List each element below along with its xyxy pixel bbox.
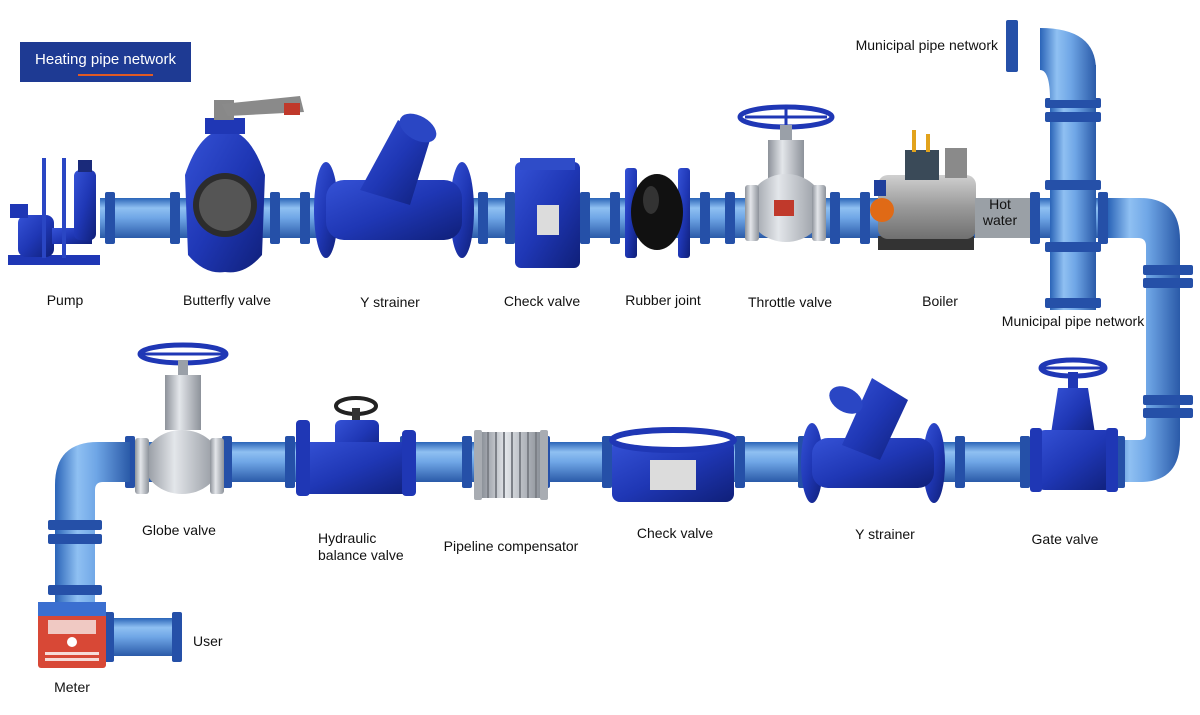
user-pipe (104, 612, 182, 662)
label-globe-valve: Globe valve (142, 522, 216, 538)
left-elbow (48, 442, 130, 605)
diagram-title: Heating pipe network (35, 51, 176, 68)
boiler-icon (870, 130, 976, 250)
title-badge: Heating pipe network (20, 42, 191, 82)
label-municipal-top: Municipal pipe network (855, 37, 998, 53)
check-valve-top-icon (515, 158, 580, 268)
throttle-valve-icon (737, 104, 835, 242)
hydraulic-balance-valve-icon (296, 396, 416, 496)
label-meter: Meter (54, 679, 90, 695)
meter-icon (38, 602, 106, 668)
label-municipal-right: Municipal pipe network (1001, 313, 1145, 329)
label-user: User (193, 633, 223, 649)
y-strainer-top-icon (314, 113, 474, 258)
label-hydraulic-line-2: balance valve (318, 547, 404, 563)
label-pipeline-compensator: Pipeline compensator (443, 538, 579, 554)
hot-water-line-2: water (982, 212, 1018, 228)
label-pump: Pump (46, 292, 84, 308)
label-gate-valve: Gate valve (1031, 531, 1099, 547)
label-y-strainer-top: Y strainer (360, 294, 420, 310)
label-rubber-joint: Rubber joint (625, 292, 701, 308)
label-hydraulic-line-1: Hydraulic (318, 530, 377, 546)
label-boiler: Boiler (922, 293, 958, 309)
pipeline-compensator-icon (474, 430, 548, 500)
hot-water-pipe (975, 198, 1030, 238)
pump-icon (8, 158, 100, 265)
label-y-strainer-bottom: Y strainer (855, 526, 915, 542)
hot-water-line-1: Hot (989, 196, 1011, 212)
rubber-joint-icon (625, 168, 690, 258)
label-check-valve-bottom: Check valve (636, 525, 714, 541)
gate-valve-icon (1030, 357, 1118, 492)
title-underline (78, 74, 153, 76)
butterfly-valve-icon (185, 96, 304, 273)
hot-water-label: Hot water (977, 196, 1023, 228)
check-valve-bottom-icon (609, 427, 737, 502)
municipal-cross (1006, 20, 1101, 310)
label-throttle-valve: Throttle valve (747, 294, 833, 310)
globe-valve-icon (135, 342, 229, 494)
top-flanges (105, 192, 1108, 244)
right-riser (1108, 198, 1193, 482)
label-butterfly-valve: Butterfly valve (183, 292, 271, 308)
label-check-valve-top: Check valve (503, 293, 581, 309)
y-strainer-bottom-icon (801, 378, 945, 503)
